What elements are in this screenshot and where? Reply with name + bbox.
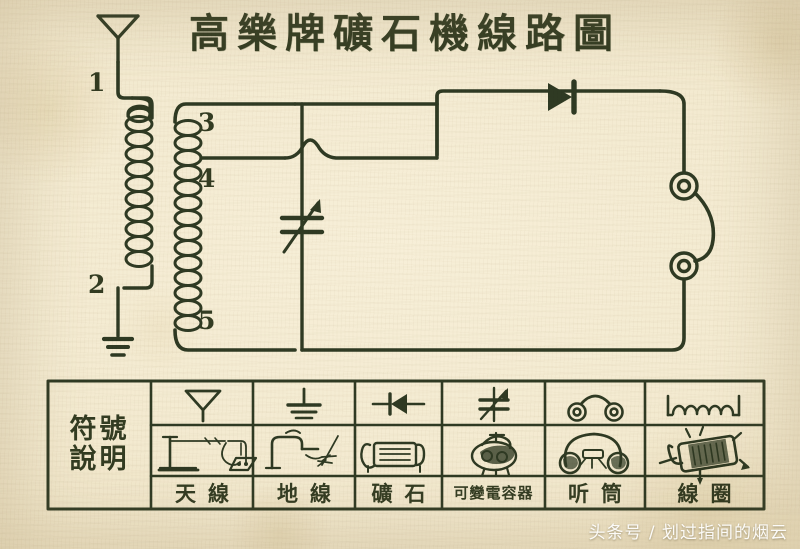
terminal-label-2: 2 xyxy=(88,270,106,299)
coil-primary xyxy=(122,96,154,290)
legend-column-coil: 線圈 xyxy=(645,381,764,509)
terminal-label-3: 3 xyxy=(198,108,216,137)
legend-symbol-variable-capacitor xyxy=(478,386,510,423)
legend-label-earphone: 听筒 xyxy=(568,480,634,506)
legend-picture-water-pipe-ground xyxy=(264,429,339,470)
legend-table: 符號說明 天線 地線 礦石 可變電容器 听筒 線圈 xyxy=(48,381,764,509)
page-title: 高樂牌礦石機線路圖 xyxy=(189,10,621,57)
legend-picture-coil xyxy=(658,425,750,485)
legend-table-grid xyxy=(46,379,766,511)
legend-label-crystal: 礦石 xyxy=(371,480,438,506)
legend-picture-headphones xyxy=(558,432,630,475)
tap-wire-with-hop xyxy=(283,94,439,160)
top-rail-wire xyxy=(293,89,662,157)
terminal-label-4: 4 xyxy=(198,164,216,193)
legend-header-label: 符號說明 xyxy=(69,414,130,475)
diode-icon xyxy=(548,79,577,115)
legend-column-crystal: 礦石 xyxy=(355,381,442,509)
variable-capacitor-icon xyxy=(279,102,325,352)
ground-icon xyxy=(101,286,135,357)
watermark-text: 头条号 / 划过指间的烟云 xyxy=(588,523,788,543)
legend-label-antenna: 天線 xyxy=(175,480,241,506)
legend-symbol-ground xyxy=(286,387,322,420)
legend-column-antenna: 天線 xyxy=(151,381,253,509)
legend-column-ground: 地線 xyxy=(253,381,355,509)
legend-symbol-antenna xyxy=(184,389,222,423)
legend-symbol-earphone xyxy=(567,394,624,422)
legend-header-cell: 符號說明 xyxy=(48,381,151,509)
earphone-loop-wire xyxy=(300,89,686,352)
terminal-label-1: 1 xyxy=(88,68,106,97)
terminal-label-5: 5 xyxy=(198,306,216,335)
antenna-icon xyxy=(96,14,140,64)
legend-column-earphone: 听筒 xyxy=(545,381,645,509)
legend-label-variable-capacitor: 可變電容器 xyxy=(453,484,534,502)
legend-picture-crystal-detector xyxy=(360,441,426,473)
legend-column-variable-capacitor: 可變電容器 xyxy=(442,381,545,509)
legend-symbol-coil xyxy=(666,394,741,417)
coil-secondary xyxy=(173,102,297,352)
earphone-icon xyxy=(669,171,716,281)
legend-label-coil: 線圈 xyxy=(677,480,744,506)
legend-symbol-diode xyxy=(371,392,426,416)
legend-picture-variable-capacitor xyxy=(470,431,518,478)
antenna-lead-wire xyxy=(116,60,134,100)
legend-picture-antenna-mast xyxy=(157,435,258,472)
legend-label-ground: 地線 xyxy=(277,480,343,506)
